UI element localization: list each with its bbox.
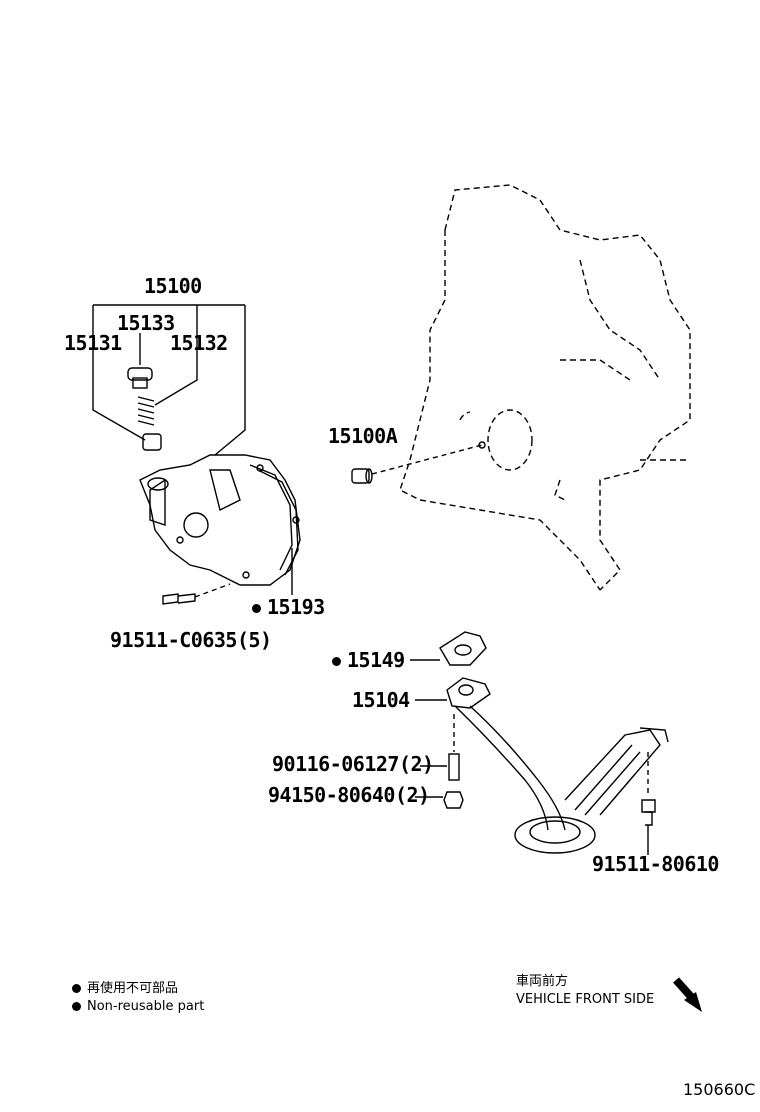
part-number-91511-80610[interactable]: 91511-80610 bbox=[592, 852, 719, 876]
part-number-15104[interactable]: 15104 bbox=[352, 688, 410, 712]
part-number-91511-c0635[interactable]: 91511-C0635(5) bbox=[110, 628, 272, 652]
front-direction-arrow bbox=[673, 977, 702, 1012]
legend-en: Non-reusable part bbox=[72, 1000, 204, 1013]
oil-pump-body bbox=[139, 454, 301, 586]
part-number-15193[interactable]: 15193 bbox=[252, 597, 325, 617]
spring-15132 bbox=[137, 396, 155, 426]
diagram-code: 150660C bbox=[683, 1080, 756, 1099]
part-number-15133[interactable]: 15133 bbox=[117, 311, 175, 335]
bullet-icon bbox=[72, 984, 81, 993]
non-reusable-dot-icon bbox=[332, 657, 341, 666]
engine-block-outline bbox=[399, 184, 691, 591]
part-number-90116-06127[interactable]: 90116-06127(2) bbox=[272, 752, 434, 776]
bolt-91511-c0635 bbox=[162, 583, 231, 605]
legend-jp: 再使用不可部品 bbox=[72, 982, 178, 995]
part-number-15149[interactable]: 15149 bbox=[332, 650, 405, 670]
part-number-15100[interactable]: 15100 bbox=[144, 274, 202, 298]
part-number-94150-80640[interactable]: 94150-80640(2) bbox=[268, 783, 430, 807]
non-reusable-dot-icon bbox=[252, 604, 261, 613]
leader-15100 bbox=[92, 304, 246, 456]
direction-label-jp: 車両前方 bbox=[516, 974, 569, 989]
part-number-15100a[interactable]: 15100A bbox=[328, 424, 398, 448]
part-number-15132[interactable]: 15132 bbox=[170, 331, 228, 355]
valve-15131 bbox=[142, 433, 162, 451]
plug-15133 bbox=[127, 367, 153, 389]
direction-label-en: VEHICLE FRONT SIDE bbox=[516, 992, 655, 1007]
strainer-15104 bbox=[415, 677, 669, 855]
dowel-15100a bbox=[351, 468, 373, 484]
part-number-15131[interactable]: 15131 bbox=[64, 331, 122, 355]
bullet-icon bbox=[72, 1002, 81, 1011]
leader-15100a bbox=[371, 444, 483, 475]
gasket-15149 bbox=[410, 631, 487, 666]
